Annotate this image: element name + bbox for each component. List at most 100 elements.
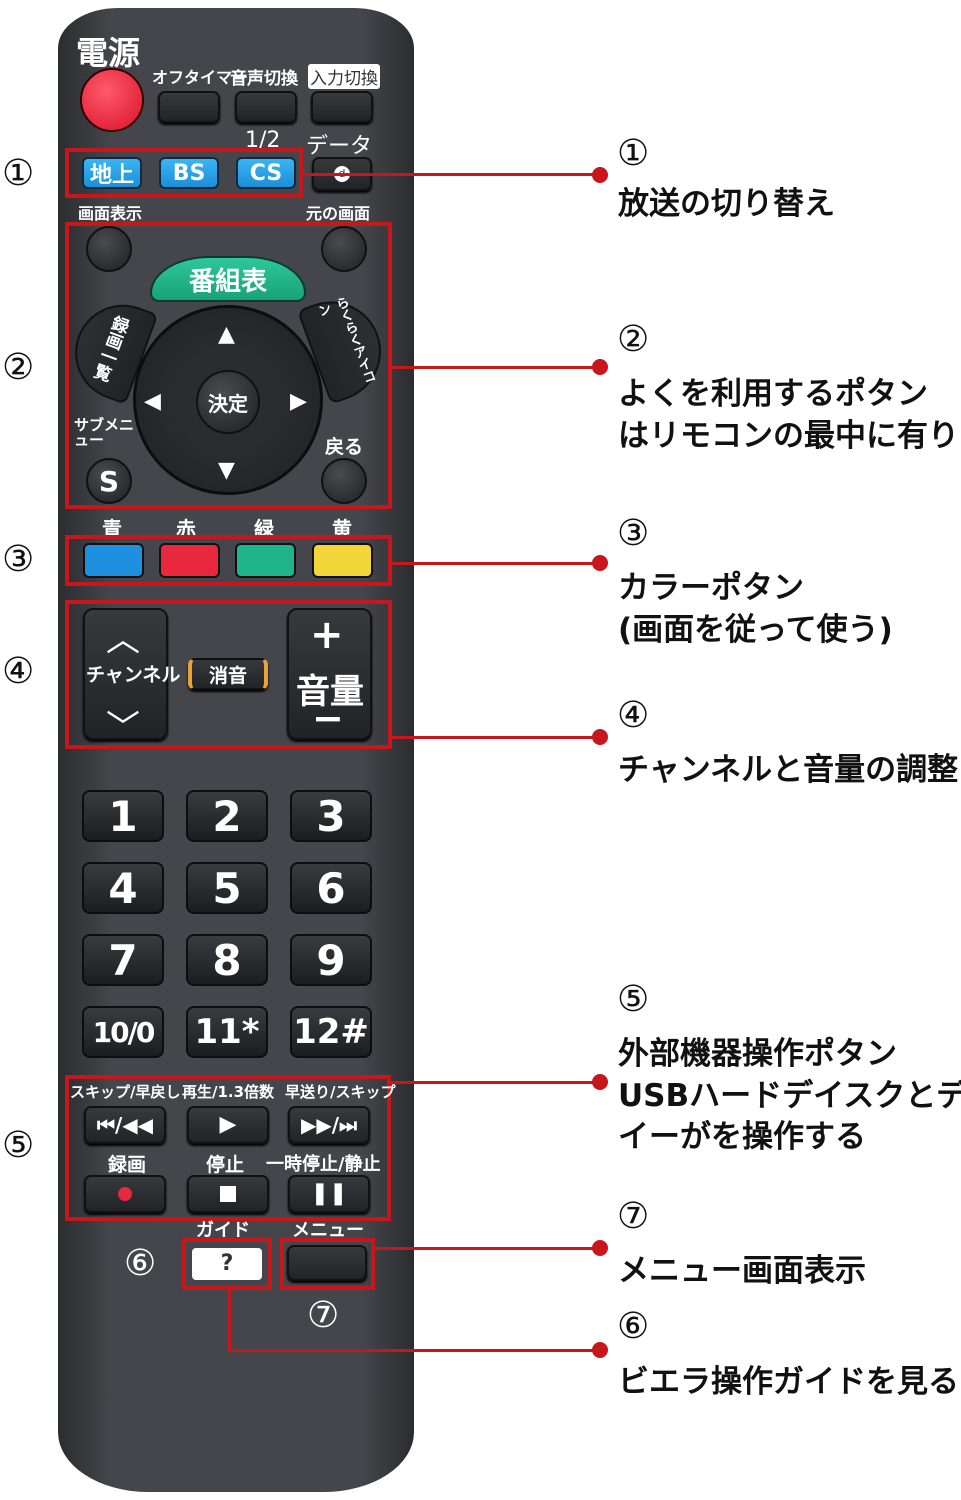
blue-button[interactable] xyxy=(83,543,144,578)
down-arrow-icon[interactable]: ▼ xyxy=(218,458,235,483)
record-button[interactable] xyxy=(84,1175,166,1213)
annotation-6-number: ⑥ xyxy=(617,1306,650,1347)
annotation-box-1 xyxy=(65,148,303,198)
power-label: 電源 xyxy=(76,34,141,72)
volume-down-icon[interactable]: − xyxy=(312,696,344,740)
number-button-10[interactable]: 10/0 xyxy=(82,1006,164,1058)
leader-line-3 xyxy=(392,562,600,565)
play-label: 再生/1.3倍数 xyxy=(182,1083,275,1101)
annotation-4-text: チャンネルと音量の調整 xyxy=(618,752,959,788)
power-button[interactable] xyxy=(80,68,144,132)
data-label: データ xyxy=(306,134,373,159)
skip-forward-icon[interactable]: ▶▶/⏭ xyxy=(288,1106,370,1144)
left-arrow-icon[interactable]: ◀ xyxy=(144,389,161,414)
back-button[interactable] xyxy=(321,458,367,504)
right-arrow-icon[interactable]: ▶ xyxy=(290,389,307,414)
return-screen-label: 元の画面 xyxy=(306,204,371,223)
audio-switch-label: 音声切換 xyxy=(230,69,298,89)
annotation-2-text-line1: よくを利用するポタン xyxy=(618,376,928,412)
yellow-button[interactable] xyxy=(312,543,373,578)
leader-line-1 xyxy=(303,173,600,176)
stop-icon xyxy=(220,1186,236,1202)
annotation-box-7 xyxy=(280,1238,375,1290)
volume-rocker[interactable] xyxy=(287,608,372,740)
annotation-4-number: ④ xyxy=(617,695,650,736)
input-switch-label: 入力切換 xyxy=(308,64,380,89)
pause-label: 一時停止/静止 xyxy=(266,1154,381,1175)
leader-dot-3 xyxy=(592,555,608,571)
green-button[interactable] xyxy=(235,543,296,578)
annotation-5-number: ⑤ xyxy=(617,979,650,1020)
leader-line-6 xyxy=(228,1349,600,1352)
annotation-1-text: 放送の切り替え xyxy=(618,186,835,222)
number-button-2[interactable]: 2 xyxy=(186,790,268,842)
audio-switch-button[interactable] xyxy=(235,91,297,123)
annotation-5-text-line1: 外部機器操作ポタン xyxy=(618,1036,897,1072)
number-button-1[interactable]: 1 xyxy=(82,790,164,842)
terrestrial-button[interactable]: 地上 xyxy=(82,157,142,189)
guide-button[interactable]: ? xyxy=(192,1248,262,1280)
leader-dot-2 xyxy=(592,359,608,375)
skip-back-icon[interactable]: ⏮/◀◀ xyxy=(84,1106,166,1144)
annotation-6-text: ビエラ操作ガイドを見る xyxy=(618,1364,959,1400)
annotation-box-6 xyxy=(182,1238,272,1290)
screen-info-label: 画面表示 xyxy=(78,204,143,223)
annotation-3-number: ③ xyxy=(617,513,650,554)
number-button-8[interactable]: 8 xyxy=(186,934,268,986)
annotation-box-5 xyxy=(65,1075,391,1221)
return-screen-button[interactable] xyxy=(321,226,367,272)
leader-dot-6 xyxy=(592,1342,608,1358)
pause-icon[interactable]: ❚❚ xyxy=(288,1175,370,1213)
left-marker-2: ② xyxy=(2,347,35,388)
up-arrow-icon[interactable]: ▲ xyxy=(218,322,235,347)
mute-button[interactable]: 消音 xyxy=(188,658,268,690)
number-button-4[interactable]: 4 xyxy=(82,862,164,914)
annotation-box-2 xyxy=(65,222,392,509)
record-icon xyxy=(118,1187,132,1201)
ok-button[interactable]: 決定 xyxy=(196,370,260,434)
stop-button[interactable] xyxy=(187,1175,269,1213)
bs-button[interactable]: BS xyxy=(159,157,219,189)
number-button-6[interactable]: 6 xyxy=(290,862,372,914)
stop-label: 停止 xyxy=(206,1154,245,1176)
marker-6-on-remote: ⑥ xyxy=(124,1243,157,1284)
screen-info-button[interactable] xyxy=(86,226,132,272)
volume-label: 音量 xyxy=(296,672,364,712)
volume-up-icon[interactable]: + xyxy=(310,612,344,658)
annotation-7-number: ⑦ xyxy=(617,1196,650,1237)
channel-up-icon[interactable]: ︿ xyxy=(106,620,140,660)
annotation-3-text-line2: (画面を従って使う) xyxy=(618,612,893,648)
left-marker-3: ③ xyxy=(2,539,35,580)
cs-button[interactable]: CS xyxy=(236,157,296,189)
channel-down-icon[interactable]: ﹀ xyxy=(106,708,140,748)
number-button-3[interactable]: 3 xyxy=(290,790,372,842)
leader-dot-4 xyxy=(592,729,608,745)
number-button-5[interactable]: 5 xyxy=(186,862,268,914)
leader-line-6-vertical xyxy=(228,1290,231,1351)
submenu-s-button[interactable]: S xyxy=(86,458,132,504)
left-marker-1: ① xyxy=(2,153,35,194)
leader-line-4 xyxy=(392,736,600,739)
menu-label: メニュー xyxy=(292,1220,364,1241)
program-guide-button[interactable]: 番組表 xyxy=(150,256,306,302)
marker-7-on-remote: ⑦ xyxy=(307,1295,340,1336)
play-icon[interactable]: ▶ xyxy=(187,1106,269,1144)
number-button-11[interactable]: 11* xyxy=(186,1006,268,1058)
red-button[interactable] xyxy=(159,543,220,578)
guide-label: ガイド xyxy=(196,1220,250,1241)
channel-rocker[interactable] xyxy=(83,608,168,740)
number-button-7[interactable]: 7 xyxy=(82,934,164,986)
leader-dot-7 xyxy=(592,1240,608,1256)
off-timer-label: オフタイマー xyxy=(152,68,249,87)
annotation-2-text-line2: はリモコンの最中に有り xyxy=(618,418,959,454)
leader-dot-5 xyxy=(592,1074,608,1090)
off-timer-button[interactable] xyxy=(158,91,220,123)
number-button-9[interactable]: 9 xyxy=(290,934,372,986)
leader-dot-1 xyxy=(592,167,608,183)
number-button-12[interactable]: 12# xyxy=(290,1006,372,1058)
menu-button[interactable] xyxy=(287,1245,367,1281)
record-label: 録画 xyxy=(108,1154,147,1176)
input-switch-button[interactable] xyxy=(311,91,373,123)
annotation-5-text-line2: USBハードデイスクとデ xyxy=(618,1078,961,1114)
leader-line-5 xyxy=(391,1081,600,1084)
